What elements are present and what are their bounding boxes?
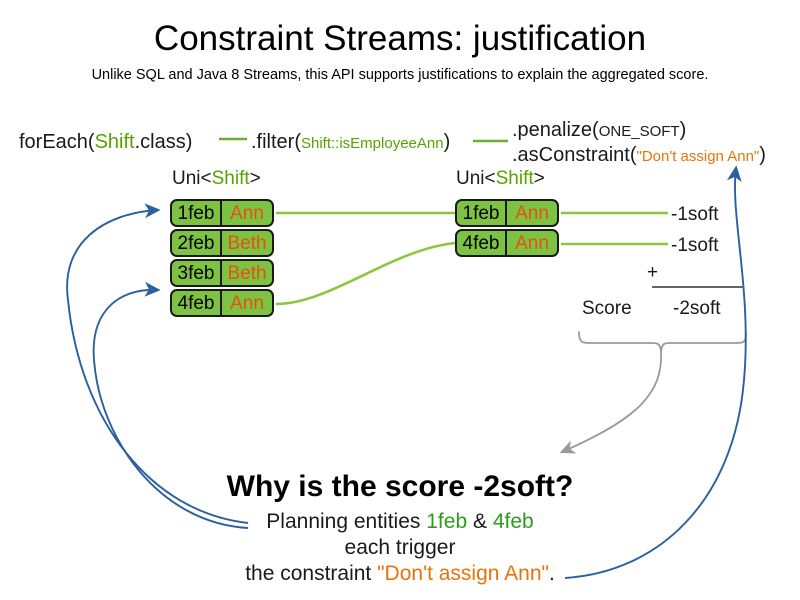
explanation-line1-prefix: Planning entities: [266, 510, 427, 533]
uni-right-prefix: Uni<: [456, 168, 496, 189]
stream-link-4feb: [275, 241, 456, 306]
explanation-line-3: the constraint "Don't assign Ann".: [120, 561, 680, 587]
score-label: Score: [582, 298, 632, 319]
sum-operator: +: [647, 262, 659, 283]
shift-date: 4feb: [457, 231, 507, 255]
shift-table-right: 1feb Ann 4feb Ann: [455, 199, 559, 259]
shift-date: 3feb: [172, 261, 222, 285]
explanation-line-2: each trigger: [344, 536, 456, 559]
code-asconstraint: .asConstraint("Don't assign Ann"): [512, 143, 766, 169]
shift-employee: Ann: [515, 202, 549, 224]
score-total: -2soft: [673, 298, 721, 319]
code-penalize: .penalize(ONE_SOFT): [512, 118, 686, 144]
shift-employee: Ann: [230, 202, 264, 224]
page-subtitle: Unlike SQL and Java 8 Streams, this API …: [91, 67, 709, 83]
shift-date: 1feb: [457, 201, 507, 225]
shift-row[interactable]: 1feb Ann: [455, 199, 559, 227]
shift-employee: Ann: [515, 232, 549, 254]
code-foreach-prefix: forEach(: [19, 131, 95, 153]
uni-left-suffix: >: [249, 168, 261, 189]
shift-date: 4feb: [172, 291, 222, 315]
uni-right-type: Shift: [495, 168, 534, 189]
code-asconstraint-suffix: ): [759, 144, 766, 166]
shift-row[interactable]: 2feb Beth: [170, 229, 274, 257]
uni-label-left: Uni<Shift>: [172, 167, 261, 190]
code-asconstraint-prefix: .asConstraint(: [512, 144, 637, 166]
uni-left-prefix: Uni<: [172, 168, 212, 189]
entity-1feb: 1feb: [426, 510, 468, 533]
score-brace: [578, 331, 747, 352]
shift-row[interactable]: 1feb Ann: [170, 199, 274, 227]
penalty-value-1: -1soft: [671, 204, 719, 225]
shift-employee: Beth: [227, 262, 267, 284]
shift-row[interactable]: 4feb Ann: [170, 289, 274, 317]
uni-label-right: Uni<Shift>: [456, 167, 545, 190]
explanation-line3-suffix: .: [548, 562, 555, 585]
explanation-line1-mid: &: [467, 510, 493, 533]
shift-row[interactable]: 4feb Ann: [455, 229, 559, 257]
explanation-line3-prefix: the constraint: [245, 562, 378, 585]
entity-4feb: 4feb: [492, 510, 534, 533]
score-explanation-arrow: [559, 350, 662, 454]
constraint-name: "Don't assign Ann": [377, 562, 549, 585]
explanation-heading: Why is the score -2soft?: [226, 470, 574, 503]
uni-left-type: Shift: [211, 168, 250, 189]
code-filter-ref: Shift::isEmployeeAnn: [301, 135, 444, 152]
shift-date: 2feb: [172, 231, 222, 255]
code-penalize-arg: ONE_SOFT: [598, 123, 680, 140]
shift-date: 1feb: [172, 201, 222, 225]
shift-row[interactable]: 3feb Beth: [170, 259, 274, 287]
code-foreach-type: Shift: [94, 131, 135, 153]
code-filter-suffix: ): [443, 131, 451, 153]
shift-employee: Beth: [227, 232, 267, 254]
page-title: Constraint Streams: justification: [153, 19, 647, 58]
explanation-line-1: Planning entities 1feb & 4feb: [120, 509, 680, 535]
sum-divider: [652, 286, 744, 288]
penalty-value-2: -1soft: [671, 235, 719, 256]
code-asconstraint-arg: "Don't assign Ann": [636, 148, 760, 165]
code-penalize-suffix: ): [679, 119, 687, 141]
code-filter-prefix: .filter(: [251, 131, 301, 153]
explanation-body: Planning entities 1feb & 4feb each trigg…: [120, 509, 680, 587]
shift-table-left: 1feb Ann 2feb Beth 3feb Beth 4feb Ann: [170, 199, 274, 319]
code-foreach-suffix: .class): [134, 131, 193, 153]
uni-right-suffix: >: [533, 168, 545, 189]
code-foreach: forEach(Shift.class): [19, 130, 192, 154]
code-filter: .filter(Shift::isEmployeeAnn): [251, 130, 450, 156]
code-penalize-prefix: .penalize(: [512, 119, 599, 141]
shift-employee: Ann: [230, 292, 264, 314]
